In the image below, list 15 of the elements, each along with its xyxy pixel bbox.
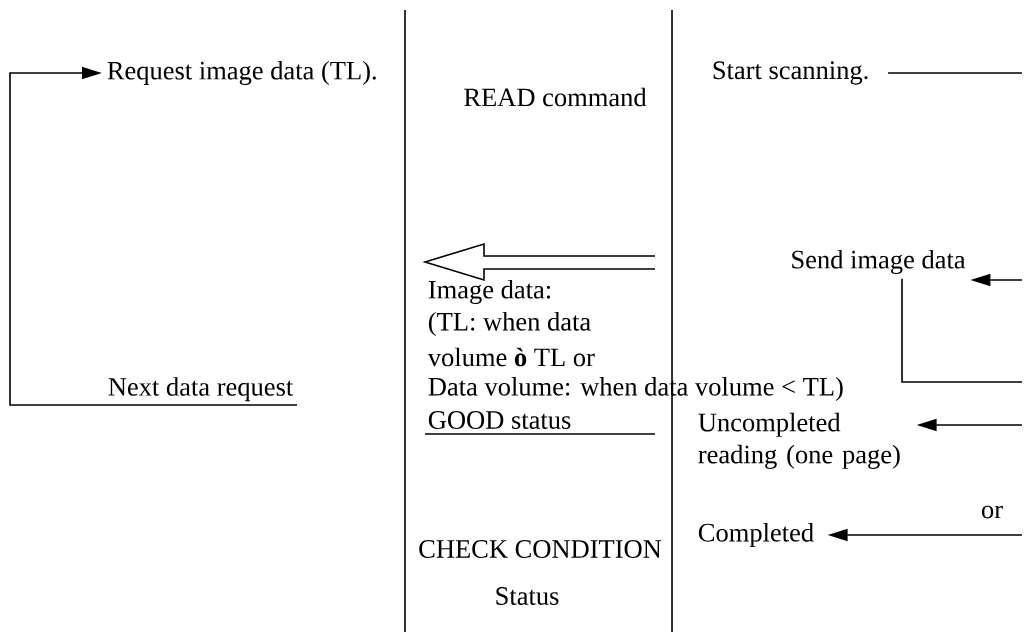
status-text: Status [496,587,559,605]
arrow [9,66,298,406]
step-text: Next data request [108,377,294,402]
edge-label: or [979,503,1006,521]
annotation-text: volume ò TL or [427,347,595,367]
annotation-text: (TL: when data [428,312,591,336]
command-text: READ command [464,87,647,107]
step-text: Send image data [792,249,966,275]
annotation-text: Image data: [428,279,551,305]
step-text: Start scanning. [713,61,868,85]
step-text: Uncompleted reading (one page) [698,412,900,469]
status-text: GOOD status [428,411,571,429]
status-text: CHECK CONDITION [419,540,662,558]
step-text: Completed [698,523,814,548]
step-text: Request image data (TL). [107,60,376,86]
